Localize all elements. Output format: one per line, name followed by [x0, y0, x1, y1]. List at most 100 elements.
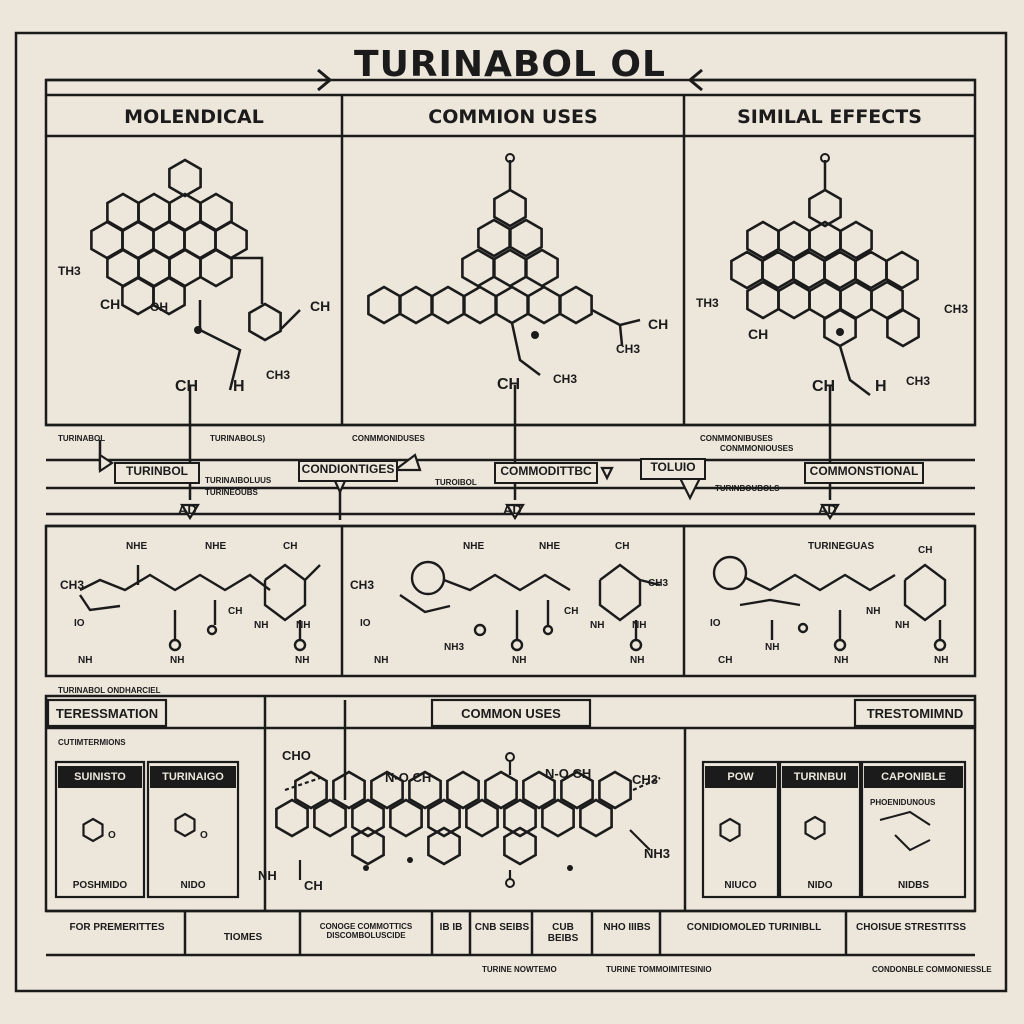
atom-label: CH	[564, 606, 579, 617]
atom-label: CH3	[648, 578, 669, 589]
panel-footer: NIDO	[807, 880, 833, 891]
atom-label: NH	[254, 620, 269, 631]
column-header-similar-effects: SIMILAL EFFECTS	[737, 106, 922, 128]
atom-label: CH3	[60, 578, 85, 592]
molecule-right	[730, 153, 920, 396]
band-box-commonstional: COMMONSTIONAL	[804, 462, 924, 484]
band-box-toluio: TOLUIO	[640, 458, 706, 480]
atom-label: NH	[866, 606, 881, 617]
atom-label: NHE	[463, 541, 485, 552]
atom-label: TH3	[696, 296, 719, 310]
atom-label: CH	[175, 378, 199, 395]
small-molecules	[82, 810, 931, 852]
atom-label: TURINEGUAS	[808, 541, 875, 552]
bottom-top-label: TURINABOL ONDHARCIEL	[58, 686, 161, 695]
footer-cell: CONOGE COMMOTTICS DISCOMBOLUSCIDE	[319, 922, 413, 940]
atom-label: NH	[170, 655, 185, 666]
atom-label: TH3	[58, 264, 81, 278]
atom-label: NH	[834, 655, 849, 666]
band-sub-label: TURINEOUBS	[205, 488, 258, 497]
atom-label: CH	[497, 376, 521, 393]
panel-header: POW	[705, 766, 776, 788]
bottom-mid-header: COMMON USES	[461, 706, 561, 721]
band-small-label: TURINABOL	[58, 434, 106, 443]
column-header-common-uses: COMMION USES	[428, 106, 598, 128]
atom-label: O	[200, 830, 208, 841]
atom-label: CH3	[906, 374, 931, 388]
atom-label: CH3	[553, 372, 578, 386]
atom-label: CH	[228, 606, 243, 617]
arrow-label: AD	[503, 502, 522, 517]
panel-header: CAPONIBLE	[864, 766, 963, 788]
molecule-bottom	[275, 752, 661, 888]
atom-label: NH	[295, 655, 310, 666]
footer-cell: NHO IIIBS	[603, 922, 651, 933]
panel-footer: NIUCO	[724, 880, 757, 891]
footer-cell: CHOISUE STRESTITSS	[855, 922, 966, 933]
band-sub-label: TURINAIBOLUUS	[205, 476, 272, 485]
atom-label: IO	[360, 618, 371, 629]
panel-header: TURINAIGO	[150, 766, 236, 788]
atom-label: NH	[632, 620, 647, 631]
footer-cell: FOR PREMERITTES	[69, 922, 165, 933]
atom-label: CH	[718, 655, 733, 666]
atom-label: CHO	[282, 748, 311, 763]
column-header-molendical: MOLENDICAL	[124, 106, 264, 128]
atom-label: CH3	[616, 342, 641, 356]
band-sub-label: TURINBOUBOLS	[715, 484, 780, 493]
atom-label: NH	[590, 620, 605, 631]
bottom-right-header: TRESTOMIMND	[866, 706, 964, 721]
atom-label: CH	[615, 541, 630, 552]
band-box-commodittbc: COMMODITTBC	[494, 462, 598, 484]
atom-label: NH	[765, 642, 780, 653]
atom-label: CH	[310, 298, 331, 314]
atom-label: CH3	[944, 302, 969, 316]
atom-label: NHE	[539, 541, 561, 552]
atom-label: NH	[78, 655, 93, 666]
footer-cell: CNB SEIBS	[474, 922, 530, 933]
atom-label: N-O CH	[385, 770, 432, 785]
atom-label: CH	[918, 545, 933, 556]
atom-label: NH	[374, 655, 389, 666]
band-box-condiontiges: CONDIONTIGES	[298, 460, 398, 482]
chain-structures	[79, 555, 947, 652]
panel-footer: NIDO	[180, 880, 206, 891]
band-box-turinbol: TURINBOL	[114, 462, 200, 484]
atom-label: CH	[283, 541, 298, 552]
atom-label: IO	[74, 618, 85, 629]
atom-label: NHE	[205, 541, 227, 552]
panel-footer: POSHMIDO	[72, 880, 128, 891]
panel-footer: NIDBS	[897, 880, 930, 891]
panel-header: TURINBUI	[782, 766, 858, 788]
atom-label: CH3	[266, 368, 291, 382]
footer-cell: CONIDIOMOLED TURINIBLL	[686, 922, 822, 933]
band-small-label: TURINABOLS)	[210, 434, 266, 443]
atom-label: IO	[710, 618, 721, 629]
atom-label: CH	[648, 316, 669, 332]
band-sub-label: TUROIBOL	[435, 478, 477, 487]
atom-label: NH	[512, 655, 527, 666]
footer-cell: TIOMES	[223, 932, 263, 943]
arrow-label: AD	[818, 502, 837, 517]
band-small-label: CONMMONIOUSES	[720, 444, 794, 453]
bottom-left-header: TERESSMATION	[55, 706, 159, 721]
arrow-label: AD	[178, 502, 197, 517]
atom-label: NH	[296, 620, 311, 631]
atom-label: NH	[895, 620, 910, 631]
molecule-middle	[367, 153, 641, 376]
footer-note: TURINE TOMMOIMITESINIO	[606, 965, 712, 974]
atom-label: H	[233, 378, 245, 395]
atom-label: N-O CH	[545, 766, 592, 781]
bottom-left-sub: CUTIMTERMIONS	[58, 738, 126, 747]
atom-label: NH	[630, 655, 645, 666]
atom-label: O	[108, 830, 116, 841]
panel-header: SUINISTO	[58, 766, 142, 788]
atom-label: CH	[748, 326, 769, 342]
atom-label: CH3	[350, 578, 375, 592]
atom-label: CH	[100, 296, 121, 312]
footer-cell: CUB BEIBS	[547, 922, 579, 944]
atom-label: NH	[258, 868, 277, 883]
atom-label: CH	[812, 378, 836, 395]
